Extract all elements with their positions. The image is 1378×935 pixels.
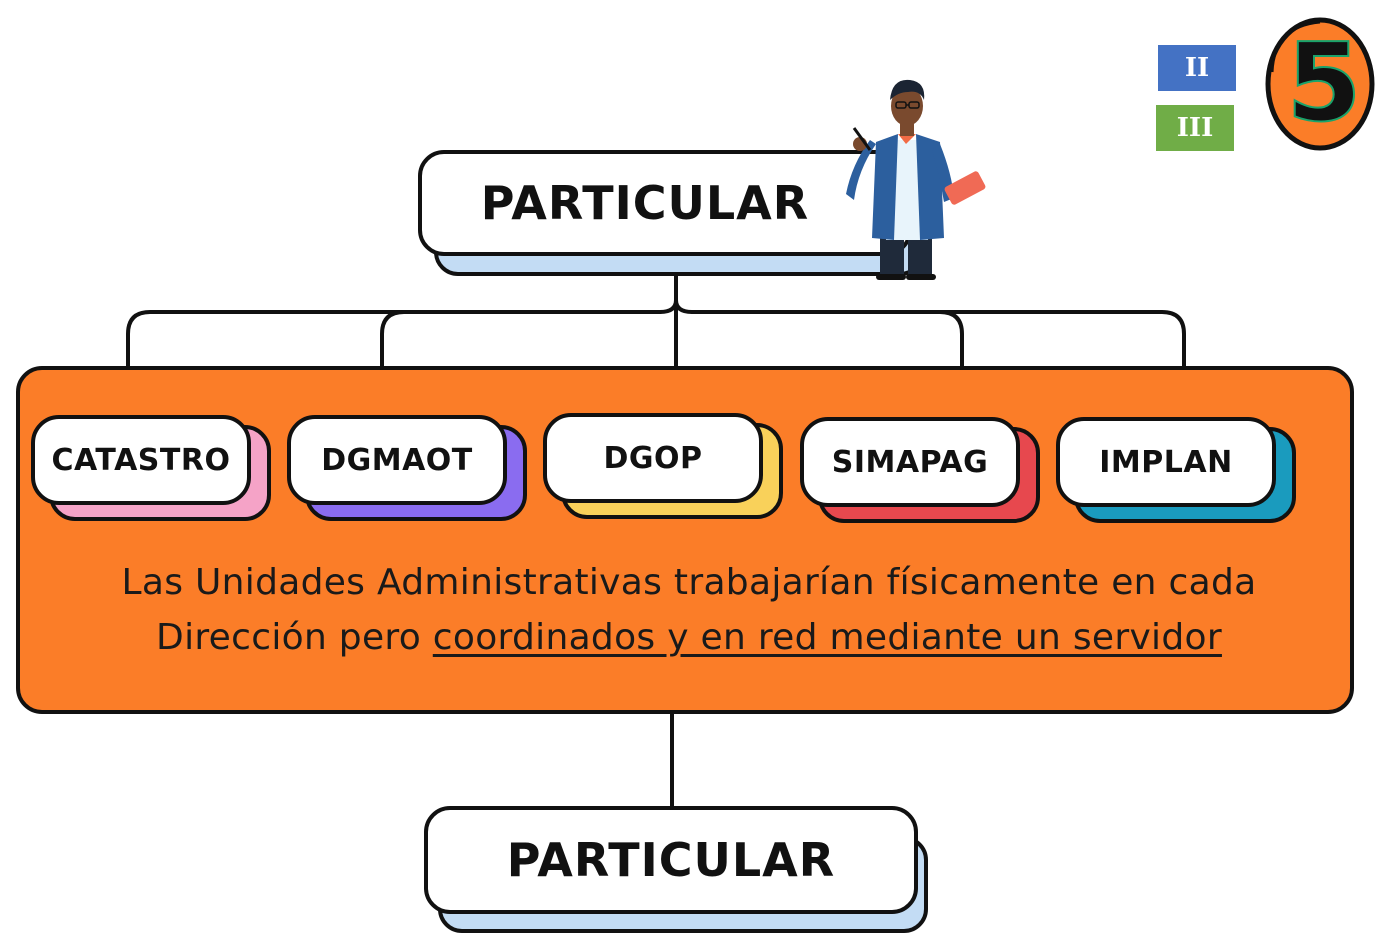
description-line-2: Dirección pero coordinados y en red medi… <box>10 610 1368 665</box>
badge-iii: III <box>1156 105 1234 151</box>
unit-card-dgmaot: DGMAOT <box>287 415 527 521</box>
step-number-label: 5 <box>1286 21 1361 146</box>
description-line-2-underlined: coordinados y en red mediante un servido… <box>432 617 1222 658</box>
unit-card-simapag: SIMAPAG <box>800 417 1040 523</box>
unit-card-label: DGOP <box>543 413 763 503</box>
unit-card-catastro: CATASTRO <box>31 415 271 521</box>
step-number-badge: 5 <box>1265 17 1375 151</box>
bottom-node-label: PARTICULAR <box>424 806 918 914</box>
description-line-1: Las Unidades Administrativas trabajarían… <box>121 562 1257 603</box>
unit-card-implan: IMPLAN <box>1056 417 1296 523</box>
unit-card-label: DGMAOT <box>287 415 507 505</box>
unit-card-label: CATASTRO <box>31 415 251 505</box>
description-line-2-plain: Dirección pero <box>156 617 433 658</box>
unit-card-label: IMPLAN <box>1056 417 1276 507</box>
presenter-illustration <box>846 79 986 280</box>
unit-card-dgop: DGOP <box>543 413 783 519</box>
description-text: Las Unidades Administrativas trabajarían… <box>10 555 1368 665</box>
badge-ii: II <box>1158 45 1236 91</box>
bottom-node-particular: PARTICULAR <box>424 806 934 935</box>
unit-card-label: SIMAPAG <box>800 417 1020 507</box>
